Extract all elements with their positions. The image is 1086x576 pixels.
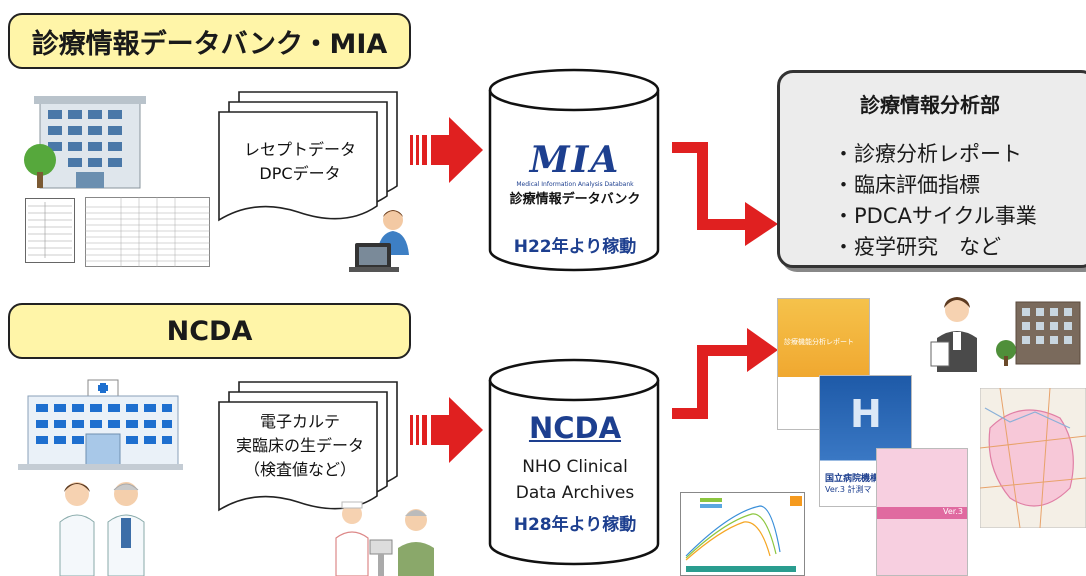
person-computer-icon bbox=[349, 210, 409, 272]
report-cover-3: Ver.3 bbox=[876, 448, 968, 576]
report3-title: Ver.3 bbox=[943, 507, 963, 516]
report2-subtitle: Ver.3 計測マ bbox=[825, 485, 872, 494]
flow-arrow-icon bbox=[410, 117, 483, 183]
hospital-building-icon bbox=[24, 96, 146, 189]
form-thumbnail bbox=[25, 198, 75, 263]
mia-logo-text: MIA bbox=[529, 139, 621, 181]
report3-band bbox=[877, 507, 967, 519]
document-stack-icon bbox=[218, 381, 398, 512]
ncda-logo-text: NCDA bbox=[528, 411, 622, 445]
elbow-arrow-icon bbox=[672, 328, 778, 419]
analysis-department-title: 診療情報分析部 bbox=[860, 93, 1000, 117]
map-thumbnail bbox=[980, 388, 1086, 528]
ncda-header: NCDA bbox=[8, 303, 411, 359]
flow-arrow-icon bbox=[410, 397, 483, 463]
doctors-icon bbox=[59, 482, 145, 576]
office-worker-icon bbox=[930, 297, 977, 372]
report2-title: 国立病院機構臨 bbox=[825, 474, 889, 484]
doc-line-dpc: DPCデータ bbox=[259, 164, 341, 183]
doc-line-ehr: 電子カルテ bbox=[259, 412, 340, 431]
hospital-cross-icon bbox=[18, 379, 183, 470]
ncda-db-text-block: NCDA NHO Clinical Data Archives H28年より稼動 bbox=[505, 408, 645, 540]
ncda-db-line2: Data Archives bbox=[515, 483, 635, 503]
mia-header-label: 診療情報データバンク・MIA bbox=[31, 28, 388, 60]
line-chart-thumbnail bbox=[680, 492, 805, 576]
doc-line-lab-values: （検査値など） bbox=[243, 460, 356, 479]
ncda-header-label: NCDA bbox=[166, 315, 253, 347]
ncda-document-label: 電子カルテ 実臨床の生データ （検査値など） bbox=[219, 410, 381, 482]
list-item: ・疫学研究 など bbox=[833, 235, 1001, 259]
elbow-arrow-icon bbox=[672, 142, 778, 246]
doc-line-receipt: レセプトデータ bbox=[243, 140, 356, 159]
report2-logo-icon: H bbox=[850, 392, 882, 436]
analysis-department-box: 診療情報分析部 ・診療分析レポート ・臨床評価指標 ・PDCAサイクル事業 ・疫… bbox=[777, 70, 1086, 268]
ncda-db-since: H28年より稼動 bbox=[513, 515, 637, 535]
mia-header: 診療情報データバンク・MIA bbox=[8, 13, 411, 69]
mia-db-name: 診療情報データバンク bbox=[509, 192, 641, 207]
mia-database-cylinder bbox=[488, 68, 660, 272]
report1-title: 診療機能分析レポート bbox=[784, 338, 854, 346]
data-table-thumbnail bbox=[85, 197, 210, 267]
mia-db-logo-block: MIA Medical Information Analysis Databan… bbox=[505, 140, 645, 211]
doc-line-raw-data: 実臨床の生データ bbox=[235, 436, 364, 455]
list-item: ・PDCAサイクル事業 bbox=[833, 204, 1037, 228]
mia-document-label: レセプトデータ DPCデータ bbox=[219, 138, 381, 186]
office-building-icon bbox=[996, 301, 1081, 366]
analysis-output-list: ・診療分析レポート ・臨床評価指標 ・PDCAサイクル事業 ・疫学研究 など bbox=[833, 139, 1037, 263]
nurse-patient-icon bbox=[335, 501, 434, 576]
mia-logo-subtitle: Medical Information Analysis Databank bbox=[516, 181, 634, 188]
list-item: ・臨床評価指標 bbox=[833, 173, 980, 197]
mia-db-since: H22年より稼動 bbox=[513, 237, 637, 257]
ncda-db-line1: NHO Clinical bbox=[522, 457, 628, 477]
list-item: ・診療分析レポート bbox=[833, 142, 1022, 166]
ncda-database-cylinder bbox=[488, 358, 660, 566]
document-stack-icon bbox=[218, 91, 398, 222]
